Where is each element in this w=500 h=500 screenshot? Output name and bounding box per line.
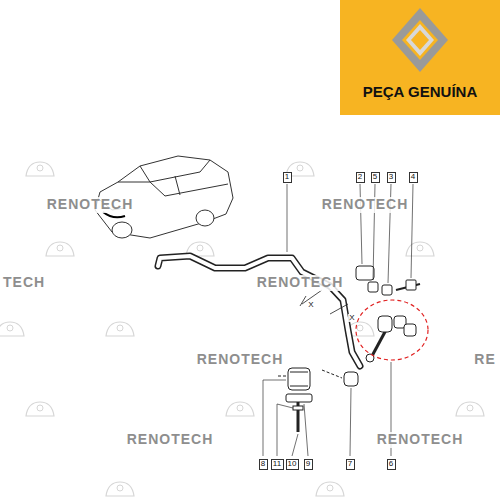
callout-box: 2 (356, 172, 365, 183)
watermark-car (37, 165, 43, 171)
callout-box: 10 (286, 459, 299, 470)
watermark-car (37, 405, 43, 411)
callout-number: 4 (411, 173, 415, 181)
watermark-text: RE (473, 352, 496, 367)
watermark-car (26, 162, 54, 176)
callout-number: 7 (348, 460, 352, 468)
callout-number: 3 (389, 173, 393, 181)
dimension-label: X (307, 301, 314, 310)
watermark-car (237, 405, 243, 411)
watermark-car (297, 165, 303, 171)
watermark-car (26, 402, 54, 416)
anti-roll-bar (158, 256, 360, 366)
callout-box: 1 (283, 172, 292, 183)
logo-badge: PEÇA GENUÍNA (340, 0, 500, 115)
watermark-car (456, 402, 484, 416)
callout-box: 6 (387, 459, 396, 470)
callout-box: 9 (304, 459, 313, 470)
x-markers (300, 290, 348, 314)
callout-number: 5 (373, 173, 377, 181)
leader-lines (263, 184, 413, 456)
callout-box: 3 (387, 172, 396, 183)
highlight-ellipse (356, 300, 428, 360)
watermark-car (357, 325, 363, 331)
callout-number: 8 (261, 460, 265, 468)
watermark-car (316, 482, 344, 496)
watermark-car (467, 405, 473, 411)
watermark-car (57, 245, 63, 251)
callout-number: 10 (288, 460, 297, 468)
callout-number: 2 (358, 173, 362, 181)
callout-box: 11 (271, 459, 284, 470)
callout-box: 8 (259, 459, 268, 470)
watermark-car (106, 482, 134, 496)
watermark-car (46, 242, 74, 256)
bush-7 (322, 370, 358, 386)
logo-background (340, 0, 500, 115)
callout-number: 6 (389, 460, 393, 468)
watermark-car (117, 325, 123, 331)
watermark-car (226, 402, 254, 416)
watermark-text: RENOTECH (46, 197, 135, 212)
badge-text: PEÇA GENUÍNA (363, 84, 477, 99)
bushing-clamp (278, 368, 312, 432)
watermark-text: RENOTECH (256, 275, 345, 290)
watermark-car (7, 325, 13, 331)
watermark-text: RENOTECH (196, 352, 285, 367)
watermark-text: RENOTECH (376, 432, 465, 447)
callout-number: 11 (273, 460, 281, 468)
watermark-icons (0, 162, 484, 496)
watermark-car (417, 245, 423, 251)
callout-box: 5 (371, 172, 380, 183)
watermark-car (117, 485, 123, 491)
dimension-label: X (348, 314, 355, 323)
callout-box: 4 (409, 172, 418, 183)
callout-box: 7 (346, 459, 355, 470)
watermark-car (106, 322, 134, 336)
watermark-car (197, 245, 203, 251)
watermark-car (406, 242, 434, 256)
renault-diamond (392, 8, 448, 72)
callout-number: 9 (306, 460, 310, 468)
watermark-text: TECH (2, 275, 46, 290)
watermark-text: RENOTECH (126, 432, 215, 447)
callout-number: 1 (285, 173, 289, 181)
watermark-car (0, 322, 24, 336)
watermark-text: RENOTECH (321, 197, 410, 212)
watermark-car (327, 485, 333, 491)
